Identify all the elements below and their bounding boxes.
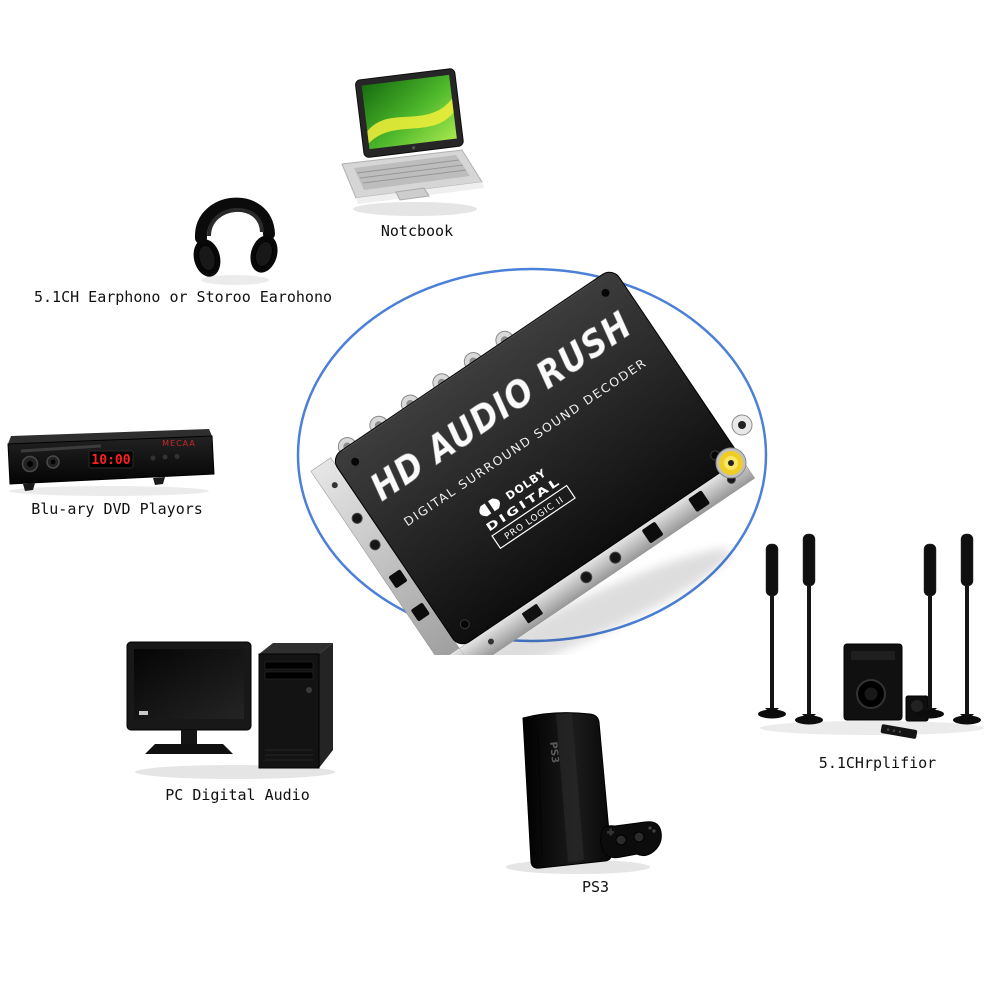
coaxial-rca-jack bbox=[715, 447, 747, 479]
dvd-label: Blu-ary DVD Playors bbox=[31, 500, 203, 518]
ps3-label: PS3 bbox=[581, 878, 610, 896]
pc-image bbox=[123, 638, 351, 780]
headphone-out-port bbox=[731, 414, 753, 436]
dvd-brand-text: MECAA bbox=[162, 439, 196, 448]
optical-port bbox=[411, 603, 430, 621]
notebook-illustration bbox=[341, 68, 484, 216]
audio-jack-port bbox=[580, 571, 593, 584]
power-button bbox=[306, 687, 312, 693]
dvd-display-window bbox=[88, 450, 134, 469]
dvd-foot bbox=[153, 477, 165, 485]
speakers-shadow bbox=[760, 721, 984, 735]
pc-illustration bbox=[126, 641, 335, 779]
optical-port bbox=[688, 490, 710, 512]
dc-power-port bbox=[521, 603, 543, 624]
dvd-button bbox=[162, 454, 168, 460]
decoder-image: HD AUDIO RUSH DIGITAL SURROUND SOUND DEC… bbox=[295, 265, 775, 655]
audio-jack-port bbox=[351, 512, 363, 524]
analog-stick bbox=[615, 834, 627, 846]
tower-speaker bbox=[953, 533, 981, 725]
headphones-label: 5.1CH Earphono or Storoo Earohono bbox=[33, 288, 332, 306]
ps3-image: PS3 bbox=[498, 708, 673, 876]
headphones-illustration bbox=[193, 197, 278, 285]
ps3-logo-text: PS3 bbox=[547, 741, 560, 764]
optical-port bbox=[389, 569, 407, 588]
dvd-top-face bbox=[8, 429, 212, 444]
tower-speaker bbox=[758, 543, 786, 719]
dvd-player-image: 10:00 MECAA bbox=[3, 420, 218, 498]
dvd-shadow bbox=[9, 486, 209, 496]
headphones-image bbox=[185, 172, 285, 287]
pc-tower bbox=[258, 643, 333, 769]
speaker-system-image bbox=[752, 528, 997, 740]
decoder-top-face bbox=[334, 271, 738, 645]
corner-screws bbox=[350, 287, 721, 630]
notebook-shadow bbox=[353, 202, 477, 216]
pc-monitor bbox=[126, 641, 252, 754]
dvd-disc-tray bbox=[20, 444, 102, 453]
amplifier-label: 5.1CHrplifior bbox=[818, 754, 937, 772]
audio-jack-port bbox=[369, 539, 381, 551]
headphones-shadow bbox=[201, 275, 269, 285]
decoder-side-panels bbox=[310, 457, 756, 655]
tower-speaker bbox=[916, 543, 944, 719]
dvd-player-illustration: 10:00 MECAA bbox=[7, 429, 215, 496]
decoder-shadow bbox=[449, 549, 731, 655]
dvd-clock-display: 10:00 bbox=[91, 453, 130, 468]
analog-stick bbox=[633, 831, 645, 843]
pc-label: PC Digital Audio bbox=[165, 786, 310, 804]
speaker-system-illustration bbox=[758, 533, 984, 739]
tower-speaker bbox=[795, 533, 823, 725]
decoder-device-body: HD AUDIO RUSH DIGITAL SURROUND SOUND DEC… bbox=[310, 271, 756, 655]
remote-control bbox=[880, 724, 918, 739]
notebook-image bbox=[330, 68, 500, 218]
drive-bay bbox=[264, 671, 314, 680]
ps3-console: PS3 bbox=[522, 712, 612, 869]
dvd-foot bbox=[23, 483, 35, 491]
ps3-illustration: PS3 bbox=[506, 712, 662, 874]
audio-jack-port bbox=[609, 551, 622, 564]
decoder-illustration: HD AUDIO RUSH DIGITAL SURROUND SOUND DEC… bbox=[296, 267, 768, 655]
dvd-button bbox=[174, 454, 180, 459]
headphones-right-cup bbox=[250, 235, 278, 273]
notebook-label: Notcbook bbox=[380, 222, 454, 240]
ps3-controller bbox=[600, 821, 662, 859]
notebook-screen bbox=[355, 68, 464, 158]
drive-bay bbox=[264, 661, 314, 670]
dvd-button bbox=[150, 455, 156, 461]
notebook-base bbox=[341, 149, 484, 204]
dolby-double-d-icon bbox=[479, 503, 492, 517]
optical-port bbox=[642, 522, 663, 543]
subwoofer bbox=[843, 643, 903, 721]
headphones-left-cup bbox=[193, 239, 221, 277]
